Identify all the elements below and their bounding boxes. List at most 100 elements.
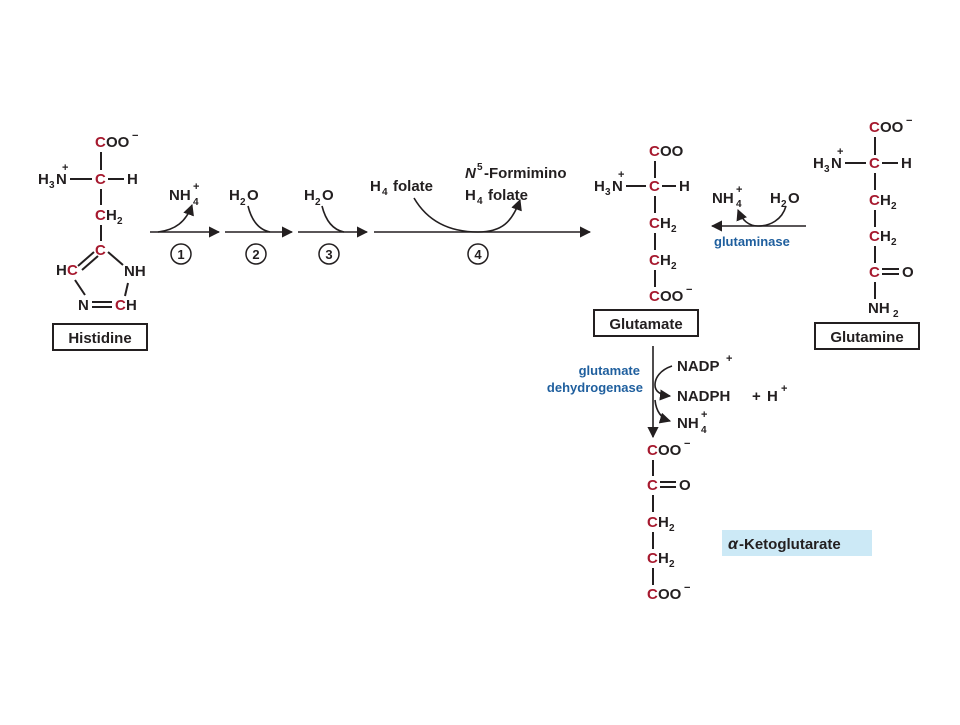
glutamate-amine-sub: 3 <box>605 187 611 198</box>
histidine-ring-bond <box>74 279 86 296</box>
histidine-ring-carbon: C <box>95 242 106 259</box>
dehydrogenase-nadp-sup: + <box>726 353 732 365</box>
histidine-coo-carbon: C <box>95 134 106 151</box>
step-1-product: NH <box>169 187 191 204</box>
ammonium-release-arrow <box>654 399 672 424</box>
ketoglutarate-coo-top-charge: − <box>684 438 690 450</box>
glutamine-coo-carbon: C <box>869 119 880 136</box>
histidine-ring-h: H <box>56 262 67 279</box>
histidine-degradation-steps: NH 4 + 1 H 2 O 2 H 2 O 3 H 4 folate N 5 … <box>150 162 592 265</box>
histidine-amine-h: H <box>38 171 49 188</box>
glutamine-amine-plus: + <box>837 146 843 158</box>
glutamine-label-box <box>814 322 920 350</box>
histidine-ring-bond <box>77 251 95 267</box>
step-4-right-word: folate <box>488 187 528 204</box>
step-2-number: 2 <box>252 247 259 262</box>
ketoglutarate-coo-bottom-carbon: C <box>647 586 658 603</box>
glutamine-amide-carbon: C <box>869 264 880 281</box>
step-4-n: N <box>465 165 477 182</box>
step-3-entry-arrow <box>321 205 345 233</box>
glutamine-amine-sub: 3 <box>824 164 830 175</box>
glutamine-amide-sub: 2 <box>893 309 899 320</box>
ketoglutarate-coo-bottom: OO <box>658 586 682 603</box>
histidine-ring-carbon-bottom: C <box>115 297 126 314</box>
glutamine-coo-charge: − <box>906 115 912 127</box>
glutamate-coo-carbon: C <box>649 143 660 160</box>
glutamine-alpha-h: H <box>901 155 912 172</box>
histidine-amine-n: N <box>56 171 67 188</box>
step-3-circle <box>318 243 340 265</box>
histidine-amine-plus: + <box>62 162 68 174</box>
glutamine-structure: C OO − H 3 N + C H C H 2 C H 2 C O NH 2 … <box>813 115 920 350</box>
step-3-water-o: O <box>322 187 334 204</box>
ketoglutarate-coo-bottom-charge: − <box>684 582 690 594</box>
histidine-ring-carbon-left: C <box>67 262 78 279</box>
glutamine-amide: NH <box>868 300 890 317</box>
step-4-formimino: -Formimino <box>484 165 567 182</box>
dehydrogenase-nh4-sup: + <box>701 409 707 421</box>
glutamine-gamma-h: H <box>880 228 891 245</box>
dehydrogenase-h: H <box>767 388 778 405</box>
ketoglutarate-keto-carbon: C <box>647 477 658 494</box>
step-3-number: 3 <box>325 247 332 262</box>
glutamine-beta-carbon: C <box>869 192 880 209</box>
step-1-product-sub: 4 <box>193 197 199 208</box>
glutamate-coo-bottom-carbon: C <box>649 288 660 305</box>
histidine-ring-bond <box>124 282 129 297</box>
glutamate-gamma-h: H <box>660 252 671 269</box>
histidine-amine-sub: 3 <box>49 180 55 191</box>
glutamate-label: Glutamate <box>609 316 682 333</box>
step-1-number: 1 <box>177 247 184 262</box>
ketoglutarate-beta-sub: 2 <box>669 523 675 534</box>
histidine-ch2-h: H <box>106 207 117 224</box>
dehydrogenase-reaction: glutamate dehydrogenase NADP + NADPH + H… <box>547 346 787 439</box>
dehydrogenase-nh4-sub: 4 <box>701 425 707 436</box>
step-4-left-h: H <box>370 178 381 195</box>
histidine-label-box <box>52 323 148 351</box>
ketoglutarate-beta-h: H <box>658 514 669 531</box>
glutaminase-nh4: NH <box>712 190 734 207</box>
glutaminase-water-sub: 2 <box>781 199 787 210</box>
glutaminase-reaction: NH 4 + H 2 O glutaminase <box>710 184 806 249</box>
histidine-ring-double-bond <box>81 255 99 271</box>
step-4-right-h: H <box>465 187 476 204</box>
dehydrogenase-enzyme-line2: dehydrogenase <box>547 380 643 395</box>
histidine-ring-ch-h: H <box>126 297 137 314</box>
glutamate-beta-sub: 2 <box>671 224 677 235</box>
glutamine-amine-h: H <box>813 155 824 172</box>
step-4-circle <box>467 243 489 265</box>
step-4-sup: 5 <box>477 162 483 173</box>
glutamate-coo-charge: − <box>686 284 692 296</box>
step-2-water-h: H <box>229 187 240 204</box>
ketoglutarate-structure: C OO − C O C H 2 C H 2 C OO − α -Ketoglu… <box>647 438 872 603</box>
ketoglutarate-gamma-carbon: C <box>647 550 658 567</box>
ketoglutarate-coo-top: OO <box>658 442 682 459</box>
dehydrogenase-nadp: NADP <box>677 358 720 375</box>
glutamine-gamma-sub: 2 <box>891 237 897 248</box>
step-3-water-sub: 2 <box>315 197 321 208</box>
histidine-ch2-carbon: C <box>95 207 106 224</box>
glutamate-alpha-carbon: C <box>649 178 660 195</box>
glutamate-coo-top: OO <box>660 143 684 160</box>
histidine-coo-charge: − <box>132 130 138 142</box>
histidine-structure: C OO − H 3 N + C H C H 2 C H C NH N C H <box>38 130 148 351</box>
step-4-right-sub: 4 <box>477 196 483 207</box>
glutaminase-water-h: H <box>770 190 781 207</box>
histidine-alpha-carbon: C <box>95 171 106 188</box>
step-2-entry-arrow <box>247 205 271 233</box>
dehydrogenase-nh4: NH <box>677 415 699 432</box>
glutaminase-nh4-sub: 4 <box>736 199 742 210</box>
glutamine-label: Glutamine <box>830 329 903 346</box>
glutamate-amine-h: H <box>594 178 605 195</box>
glutamate-label-box <box>593 309 699 337</box>
glutamate-gamma-carbon: C <box>649 252 660 269</box>
step-4-cofactor-arrow <box>413 197 522 233</box>
glutaminase-water-o: O <box>788 190 800 207</box>
step-1-release-arrow <box>157 203 194 233</box>
nadp-reduction-arrow <box>654 365 673 401</box>
ketoglutarate-alpha: α <box>728 536 739 553</box>
histidine-coo: OO <box>106 134 130 151</box>
glutamine-beta-h: H <box>880 192 891 209</box>
glutamine-coo: OO <box>880 119 904 136</box>
